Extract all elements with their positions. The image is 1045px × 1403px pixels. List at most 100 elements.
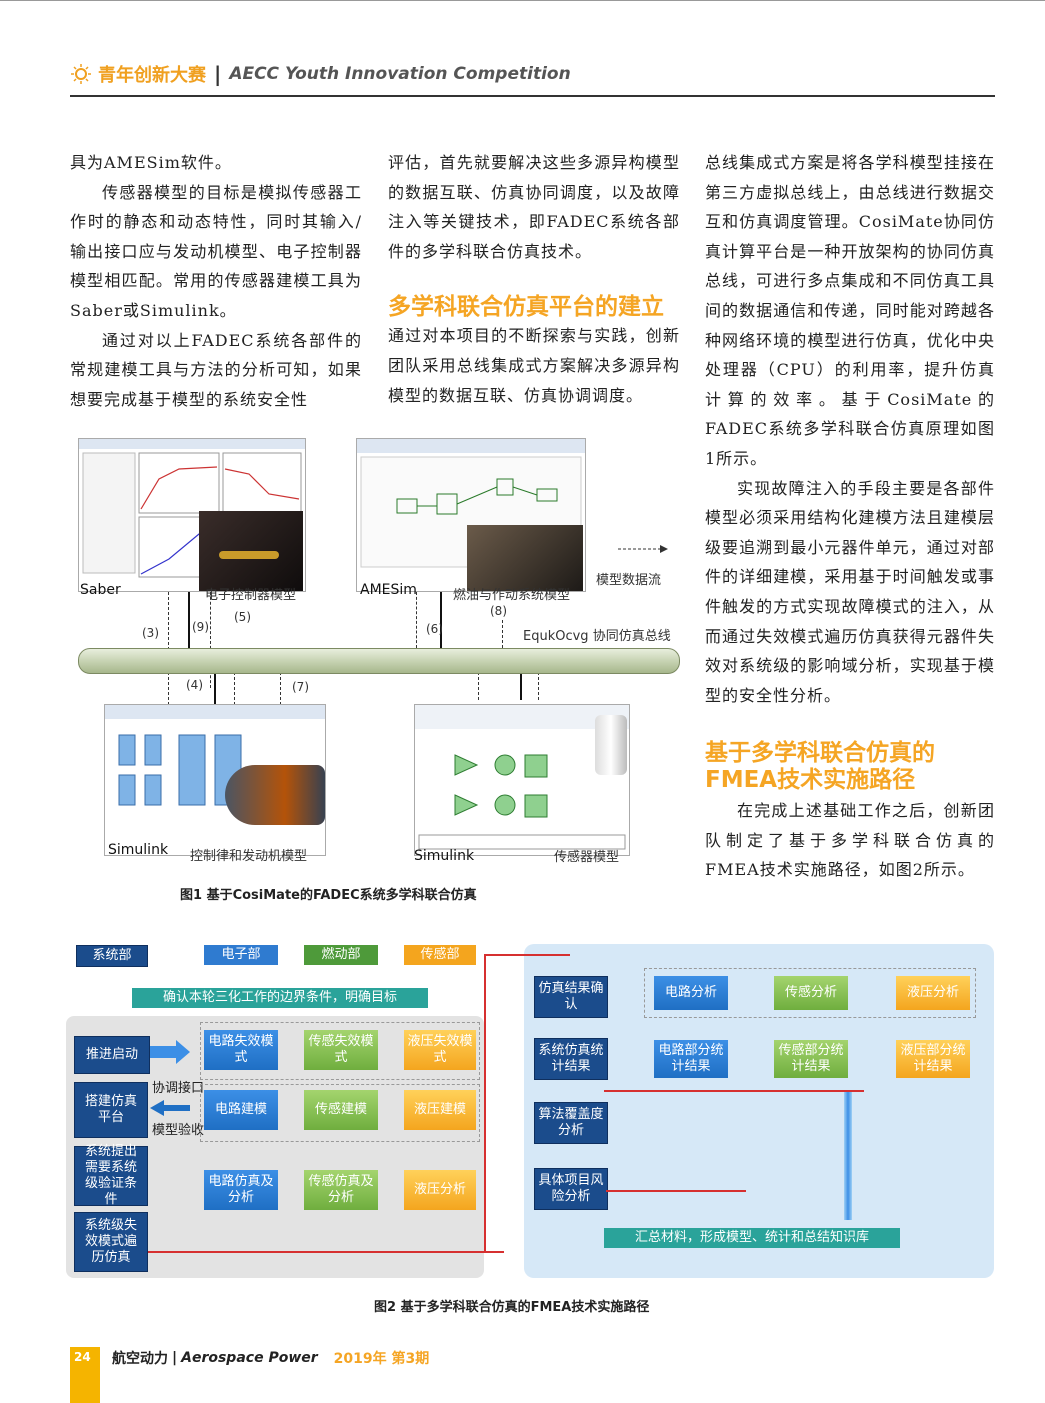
modeling-group <box>200 1084 480 1142</box>
label-4: (4) <box>186 678 203 692</box>
model-verify-label: 模型验收 <box>151 1123 204 1138</box>
page-tab <box>70 1347 100 1403</box>
col1-paragraph-3: 通过对以上FADEC系统各部件的常规建模工具与方法的分析可知，如果想要完成基于模… <box>70 330 362 409</box>
circuit-failure-mode: 电路失效模式 <box>204 1030 278 1070</box>
bus-connector <box>188 592 190 648</box>
label-8: (8) <box>490 604 507 618</box>
step-build-platform: 搭建仿真平台 <box>74 1082 148 1138</box>
bus-connector <box>214 672 216 710</box>
journal-name-cn: 航空动力 <box>112 1351 168 1367</box>
circuit-partial-results: 电路部分统计结果 <box>654 1040 728 1078</box>
simulink-caption-2: 传感器模型 <box>554 850 620 865</box>
sensor-sim-analysis: 传感仿真及分析 <box>304 1170 378 1210</box>
step-risk-analysis: 具体项目风险分析 <box>534 1168 608 1210</box>
step-confirm-results: 仿真结果确认 <box>534 976 608 1018</box>
step-traverse-sim: 系统级失效模式遍历仿真 <box>74 1212 148 1272</box>
col2-paragraph-2: 通过对本项目的不断探索与实践，创新团队采用总线集成式方案解决多源异构模型的数据互… <box>388 326 680 405</box>
hydraulic-partial-results: 液压部分统计结果 <box>896 1040 970 1078</box>
red-flow-line <box>604 1090 864 1092</box>
right-arrow-icon <box>150 1040 190 1064</box>
bus-connector <box>520 672 522 700</box>
column-1: 具为AMESim软件。 传感器模型的目标是模拟传感器工作时的静态和动态特性，同时… <box>70 148 362 414</box>
amesim-label: AMESim <box>360 582 417 598</box>
figure-2-caption: 图2 基于多学科联合仿真的FMEA技术实施路径 <box>374 1300 650 1315</box>
red-flow-line <box>484 954 486 1252</box>
hydraulic-analysis: 液压分析 <box>404 1170 476 1210</box>
sun-logo-icon <box>71 64 91 84</box>
flow-line <box>280 672 281 710</box>
dept-system: 系统部 <box>76 945 148 967</box>
section-heading-fmea: 基于多学科联合仿真的FMEA技术实施路径 <box>705 740 935 794</box>
simulink-label-2: Simulink <box>414 848 475 864</box>
simulink-caption-1: 控制律和发动机模型 <box>190 849 308 864</box>
fuel-system-image <box>467 525 583 591</box>
hydraulic-analysis-right: 液压分析 <box>896 976 970 1010</box>
flow-line <box>234 672 235 710</box>
label-9: (9) <box>192 620 209 634</box>
coord-interface-label: 协调接口 <box>151 1081 204 1096</box>
step-system-conditions: 系统提出需要系统级验证条件 <box>74 1144 148 1207</box>
analysis-group <box>644 968 976 1018</box>
cosimulation-bus <box>78 648 680 674</box>
page-number: 24 <box>74 1350 91 1364</box>
amesim-screenshot <box>356 438 586 592</box>
label-5: (5) <box>234 610 251 624</box>
step-coverage-analysis: 算法覆盖度分析 <box>534 1102 608 1144</box>
dept-sensor: 传感部 <box>404 945 476 965</box>
journal-name-en: Aerospace Power <box>181 1350 318 1366</box>
page-header: 青年创新大赛 | AECC Youth Innovation Competiti… <box>70 60 571 88</box>
hydraulic-failure-mode: 液压失效模式 <box>404 1030 476 1070</box>
header-title-en: AECC Youth Innovation Competition <box>229 64 571 84</box>
col2-paragraph-1: 评估，首先就要解决这些多源异构模型的数据互联、仿真协同调度，以及故障注入等关键技… <box>388 153 680 261</box>
sensor-failure-mode: 传感失效模式 <box>304 1030 378 1070</box>
step-kickoff: 推进启动 <box>74 1036 150 1074</box>
bus-label: EqukOcvg 协同仿真总线 <box>523 629 671 644</box>
col3-paragraph-1: 总线集成式方案是将各学科模型挂接在第三方虚拟总线上，由总线进行数据交互和仿真调度… <box>705 153 995 468</box>
confirm-boundary: 确认本轮三化工作的边界条件，明确目标 <box>132 988 428 1008</box>
footer-journal: 航空动力 | Aerospace Power 2019年 第3期 <box>112 1350 430 1367</box>
flow-line <box>416 592 417 648</box>
dept-fuel: 燃动部 <box>304 945 378 965</box>
amesim-caption: 燃油与作动系统模型 <box>453 588 571 603</box>
section-heading-platform: 多学科联合仿真平台的建立 <box>388 294 664 321</box>
simulink-sensor-screenshot <box>414 704 630 856</box>
circuit-sim-analysis: 电路仿真及分析 <box>204 1170 278 1210</box>
saber-label: Saber <box>80 582 121 598</box>
col1-paragraph-1: 具为AMESim软件。 <box>70 153 232 172</box>
engine-image <box>225 765 325 825</box>
summary-knowledge-base: 汇总材料，形成模型、统计和总结知识库 <box>604 1228 900 1248</box>
red-flow-line <box>484 954 570 956</box>
saber-caption: 电子控制器模型 <box>205 588 297 603</box>
simulink-sensor-image <box>415 705 629 850</box>
legend-dataflow: 模型数据流 <box>596 573 662 588</box>
sensor-image <box>595 715 627 775</box>
header-title-cn: 青年创新大赛 <box>98 65 206 86</box>
simulink-control-image <box>105 705 325 806</box>
label-3: (3) <box>142 626 159 640</box>
label-6: (6) <box>426 622 443 636</box>
red-flow-line <box>148 1251 504 1253</box>
column-3: 总线集成式方案是将各学科模型挂接在第三方虚拟总线上，由总线进行数据交互和仿真调度… <box>705 148 995 885</box>
top-rule <box>0 0 1045 1</box>
figure-2: 系统部 电子部 燃动部 传感部 确认本轮三化工作的边界条件，明确目标 推进启动 … <box>64 940 996 1282</box>
simulink-control-screenshot <box>104 704 326 856</box>
header-separator: | <box>214 62 222 86</box>
figure-1-caption: 图1 基于CosiMate的FADEC系统多学科联合仿真 <box>180 888 477 903</box>
down-arrow-icon <box>844 1090 852 1220</box>
sensor-analysis: 传感分析 <box>774 976 848 1010</box>
bus-connector <box>440 592 442 648</box>
col1-paragraph-2: 传感器模型的目标是模拟传感器工作时的静态和动态特性，同时其输入/输出接口应与发动… <box>70 182 362 320</box>
red-flow-line <box>606 1190 746 1192</box>
flow-line <box>502 620 503 648</box>
failure-mode-group <box>200 1022 480 1080</box>
journal-issue: 2019年 第3期 <box>333 1351 430 1367</box>
col3-paragraph-2: 实现故障注入的手段主要是各部件模型必须采用结构化建模方法且建模层级要追溯到最小元… <box>705 478 995 705</box>
dataflow-arrow-icon <box>618 545 668 553</box>
saber-screenshot <box>78 438 306 592</box>
header-rule <box>70 95 995 97</box>
label-7: (7) <box>292 680 309 694</box>
double-arrow-icon <box>150 1100 190 1116</box>
flow-line <box>210 592 211 688</box>
controller-box-image <box>199 511 303 591</box>
step-stat-results: 系统仿真统计结果 <box>534 1038 608 1080</box>
